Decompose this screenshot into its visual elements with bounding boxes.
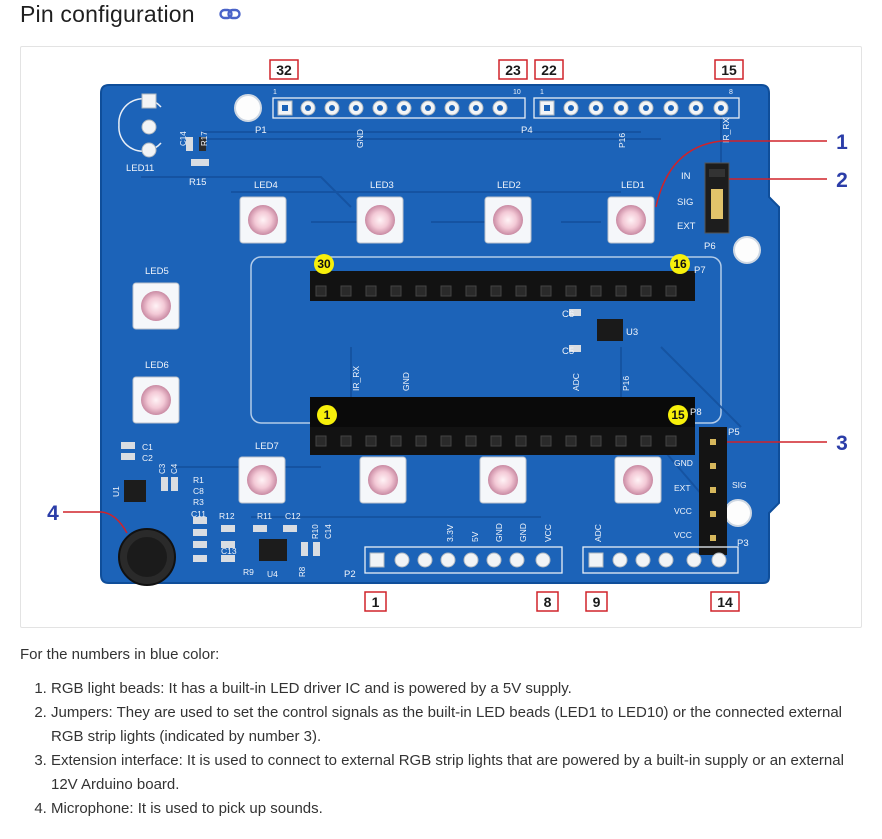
silk-c1: C1	[142, 442, 153, 452]
silk-p3: P3	[737, 538, 749, 549]
silk-vcc-b: VCC	[543, 524, 553, 542]
yellow-label-16: 16	[673, 257, 687, 271]
silk-c5: C5	[562, 346, 574, 357]
silk-gnd-b1: GND	[494, 523, 504, 542]
silk-c4: C4	[170, 463, 179, 474]
intro-text: For the numbers in blue color:	[20, 646, 220, 663]
list-item: Extension interface: It is used to conne…	[51, 749, 866, 797]
description-list: RGB light beads: It has a built-in LED d…	[20, 677, 866, 821]
silk-p5: P5	[728, 427, 740, 438]
silk-r17: R17	[200, 131, 209, 146]
list-item: Jumpers: They are used to set the contro…	[51, 701, 866, 749]
red-label-9: 9	[593, 594, 601, 610]
microphone	[118, 528, 176, 586]
list-item: RGB light beads: It has a built-in LED d…	[51, 677, 866, 701]
silk-r8: R8	[298, 566, 307, 577]
red-label-8: 8	[544, 594, 552, 610]
header-p5	[699, 427, 727, 555]
silk-eight-p4: 8	[729, 89, 733, 96]
silk-in: IN	[681, 171, 691, 182]
silk-u4: U4	[267, 569, 278, 579]
silk-c2: C2	[142, 453, 153, 463]
link-icon[interactable]	[219, 5, 241, 23]
silk-c8: C8	[193, 486, 204, 496]
silk-led11: LED11	[126, 163, 154, 174]
silk-r9: R9	[243, 567, 254, 577]
ir-receiver	[118, 93, 162, 158]
silk-c6: C6	[562, 309, 574, 320]
header-p7	[310, 271, 695, 301]
callout-3: 3	[836, 432, 848, 455]
silk-led3: LED3	[370, 180, 394, 191]
silk-c12: C12	[285, 511, 301, 521]
silk-ir-rx-top: IR_RX	[721, 118, 731, 143]
silk-ir-rx-mid: IR_RX	[351, 366, 361, 391]
board-diagram: LED11 C14 R17 R15 P1 GND P4 P16 IR_RX 1 …	[47, 59, 848, 612]
silk-ext: EXT	[677, 221, 696, 232]
silk-p16-mid: P16	[621, 376, 631, 391]
silk-adc-mid: ADC	[571, 373, 581, 391]
header-p8	[310, 397, 695, 455]
section-header: Pin configuration	[0, 0, 882, 40]
silk-c3: C3	[158, 463, 167, 474]
callout-1: 1	[836, 131, 848, 154]
list-item: Microphone: It is used to pick up sounds…	[51, 797, 866, 821]
silk-gnd-top: GND	[355, 129, 365, 148]
yellow-label-15: 15	[671, 408, 685, 422]
jumper-p6	[704, 162, 730, 234]
silk-sig: SIG	[677, 197, 693, 208]
silk-one-p4: 1	[540, 89, 544, 96]
silk-vcc2-p5: VCC	[674, 530, 692, 540]
silk-3v3: 3.3V	[445, 524, 455, 542]
silk-led4: LED4	[254, 180, 278, 191]
red-label-32: 32	[276, 62, 292, 78]
red-label-1: 1	[372, 594, 380, 610]
red-label-22: 22	[541, 62, 557, 78]
yellow-label-1: 1	[324, 408, 331, 422]
silk-c11: C11	[191, 509, 206, 519]
silk-one-p1: 1	[273, 89, 277, 96]
silk-c14: C14	[179, 131, 188, 146]
silk-vcc1-p5: VCC	[674, 506, 692, 516]
silk-gnd-mid: GND	[401, 372, 411, 391]
callout-2: 2	[836, 169, 848, 192]
silk-r1: R1	[193, 475, 204, 485]
silk-led2: LED2	[497, 180, 521, 191]
silk-led7: LED7	[255, 441, 279, 452]
silk-r12: R12	[219, 511, 235, 521]
silk-u3: U3	[626, 327, 638, 338]
silk-p4: P4	[521, 125, 533, 136]
silk-ext-p5: EXT	[674, 483, 691, 493]
silk-p1: P1	[255, 125, 267, 136]
silk-u1: U1	[111, 486, 121, 497]
yellow-label-30: 30	[317, 257, 331, 271]
silk-adc-b: ADC	[593, 524, 603, 542]
callout-4: 4	[47, 502, 59, 525]
board-figure: LED11 C14 R17 R15 P1 GND P4 P16 IR_RX 1 …	[20, 46, 862, 628]
silk-p6: P6	[704, 241, 716, 252]
red-label-23: 23	[505, 62, 521, 78]
silk-led6: LED6	[145, 360, 169, 371]
section-title: Pin configuration	[20, 1, 195, 27]
silk-r3: R3	[193, 497, 204, 507]
silk-r10: R10	[311, 524, 320, 539]
silk-r11: R11	[257, 511, 272, 521]
silk-p2: P2	[344, 569, 356, 580]
silk-gnd-b2: GND	[518, 523, 528, 542]
silk-sig-p5: SIG	[732, 480, 747, 490]
silk-led5: LED5	[145, 266, 169, 277]
red-label-14: 14	[717, 594, 733, 610]
silk-5v: 5V	[470, 531, 480, 542]
silk-led1: LED1	[621, 180, 645, 191]
led-beads	[132, 196, 662, 504]
silk-p8: P8	[690, 407, 702, 418]
silk-gnd-p5: GND	[674, 458, 693, 468]
silk-c13: C13	[221, 546, 237, 556]
silk-r15: R15	[189, 177, 206, 188]
silk-c14b: C14	[324, 524, 333, 539]
silk-ten-p1: 10	[513, 89, 521, 96]
silk-p7: P7	[694, 265, 706, 276]
silk-p16-top: P16	[617, 133, 627, 148]
red-label-15: 15	[721, 62, 737, 78]
